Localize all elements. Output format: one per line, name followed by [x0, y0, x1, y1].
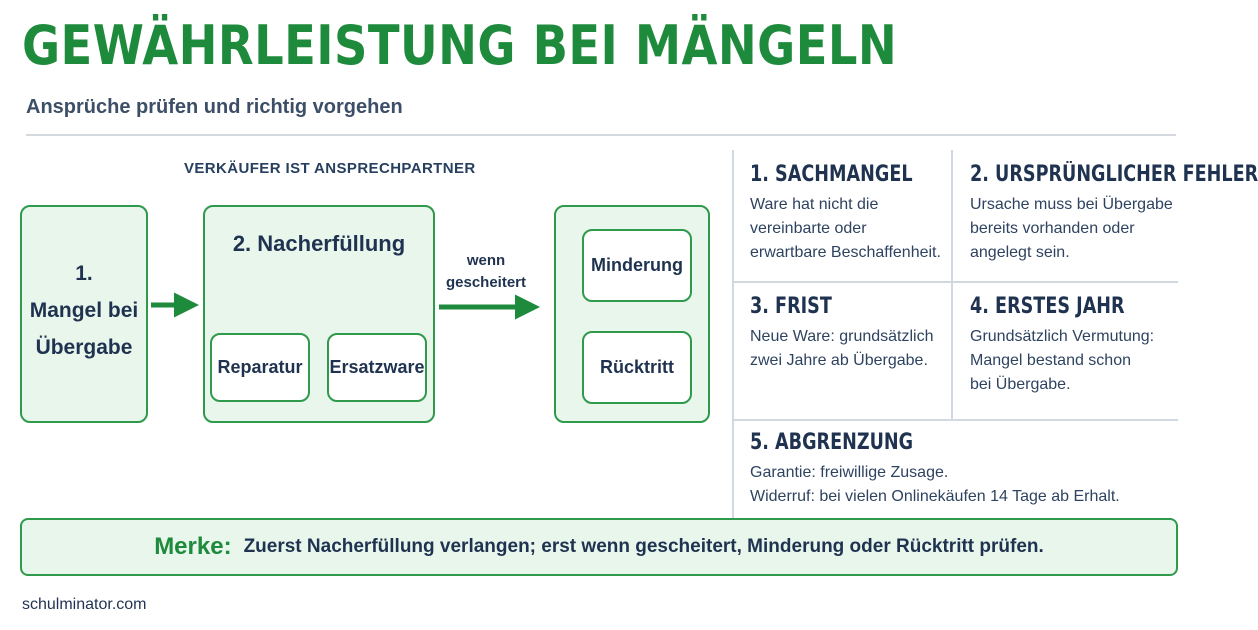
- criteria-5-line-2: Widerruf: bei vielen Onlinekäufen 14 Tag…: [750, 488, 1120, 505]
- option-ruecktritt: Rücktritt: [582, 331, 692, 404]
- panel-divider-middle: [951, 150, 953, 420]
- criteria-4-line-3: bei Übergabe.: [970, 376, 1071, 393]
- criteria-title-1: 1. SACHMANGEL: [750, 162, 913, 187]
- criteria-cell-4: 4. ERSTES JAHR Grundsätzlich Vermutung: …: [952, 282, 1178, 420]
- criteria-3-line-2: zwei Jahre ab Übergabe.: [750, 352, 928, 369]
- step1-line1: Mangel bei: [29, 299, 139, 322]
- criteria-title-2: 2. URSPRÜNGLICHER FEHLER: [970, 162, 1258, 187]
- criteria-1-line-1: Ware hat nicht die: [750, 196, 879, 213]
- merke-label: Merke:: [154, 533, 232, 560]
- condition-label: wenn gescheitert: [440, 250, 532, 294]
- panel-divider-left: [732, 150, 734, 518]
- option-reparatur: Reparatur: [210, 333, 310, 402]
- criteria-title-4: 4. ERSTES JAHR: [970, 294, 1125, 319]
- panel-divider-row2: [732, 419, 1178, 421]
- merke-text: Zuerst Nacherfüllung verlangen; erst wen…: [243, 536, 1044, 557]
- page-title: GEWÄHRLEISTUNG BEI MÄNGELN: [22, 14, 898, 77]
- criteria-4-line-1: Grundsätzlich Vermutung:: [970, 328, 1155, 345]
- step1-box: 1. Mangel bei Übergabe: [20, 205, 148, 423]
- criteria-text-5: Garantie: freiwillige Zusage. Widerruf: …: [750, 461, 1178, 509]
- criteria-3-line-1: Neue Ware: grundsätzlich: [750, 328, 934, 345]
- criteria-cell-5: 5. ABGRENZUNG Garantie: freiwillige Zusa…: [732, 420, 1178, 518]
- criteria-2-line-3: angelegt sein.: [970, 244, 1070, 261]
- option-ersatzware: Ersatzware: [327, 333, 427, 402]
- page-subtitle: Ansprüche prüfen und richtig vorgehen: [26, 96, 403, 118]
- criteria-5-line-1: Garantie: freiwillige Zusage.: [750, 464, 949, 481]
- criteria-1-line-3: erwartbare Beschaffenheit.: [750, 244, 941, 261]
- criteria-text-1: Ware hat nicht die vereinbarte oder erwa…: [750, 193, 952, 265]
- header-divider: [26, 134, 1176, 136]
- criteria-title-3: 3. FRIST: [750, 294, 832, 319]
- condition-line1: wenn: [466, 252, 506, 269]
- step1-number: 1.: [75, 262, 93, 285]
- criteria-2-line-2: bereits vorhanden oder: [970, 220, 1135, 237]
- criteria-panel: 1. SACHMANGEL Ware hat nicht die vereinb…: [732, 150, 1258, 518]
- criteria-title-5: 5. ABGRENZUNG: [750, 430, 914, 455]
- step1-line2: Übergabe: [35, 336, 133, 359]
- criteria-cell-3: 3. FRIST Neue Ware: grundsätzlich zwei J…: [732, 282, 952, 420]
- criteria-2-line-1: Ursache muss bei Übergabe: [970, 196, 1173, 213]
- criteria-4-line-2: Mangel bestand schon: [970, 352, 1131, 369]
- panel-divider-row1: [732, 281, 1178, 283]
- option-minderung: Minderung: [582, 229, 692, 302]
- merke-note: Merke: Zuerst Nacherfüllung verlangen; e…: [20, 518, 1178, 576]
- criteria-cell-2: 2. URSPRÜNGLICHER FEHLER Ursache muss be…: [952, 150, 1258, 282]
- criteria-text-2: Ursache muss bei Übergabe bereits vorhan…: [970, 193, 1178, 265]
- flow-heading: VERKÄUFER IST ANSPRECHPARTNER: [184, 160, 476, 177]
- condition-line2: gescheitert: [445, 274, 527, 291]
- footer-source: schulminator.com: [22, 596, 147, 613]
- criteria-1-line-2: vereinbarte oder: [750, 220, 867, 237]
- criteria-cell-1: 1. SACHMANGEL Ware hat nicht die vereinb…: [732, 150, 952, 282]
- step2-title: 2. Nacherfüllung: [232, 231, 406, 256]
- criteria-text-4: Grundsätzlich Vermutung: Mangel bestand …: [970, 325, 1178, 397]
- criteria-text-3: Neue Ware: grundsätzlich zwei Jahre ab Ü…: [750, 325, 952, 373]
